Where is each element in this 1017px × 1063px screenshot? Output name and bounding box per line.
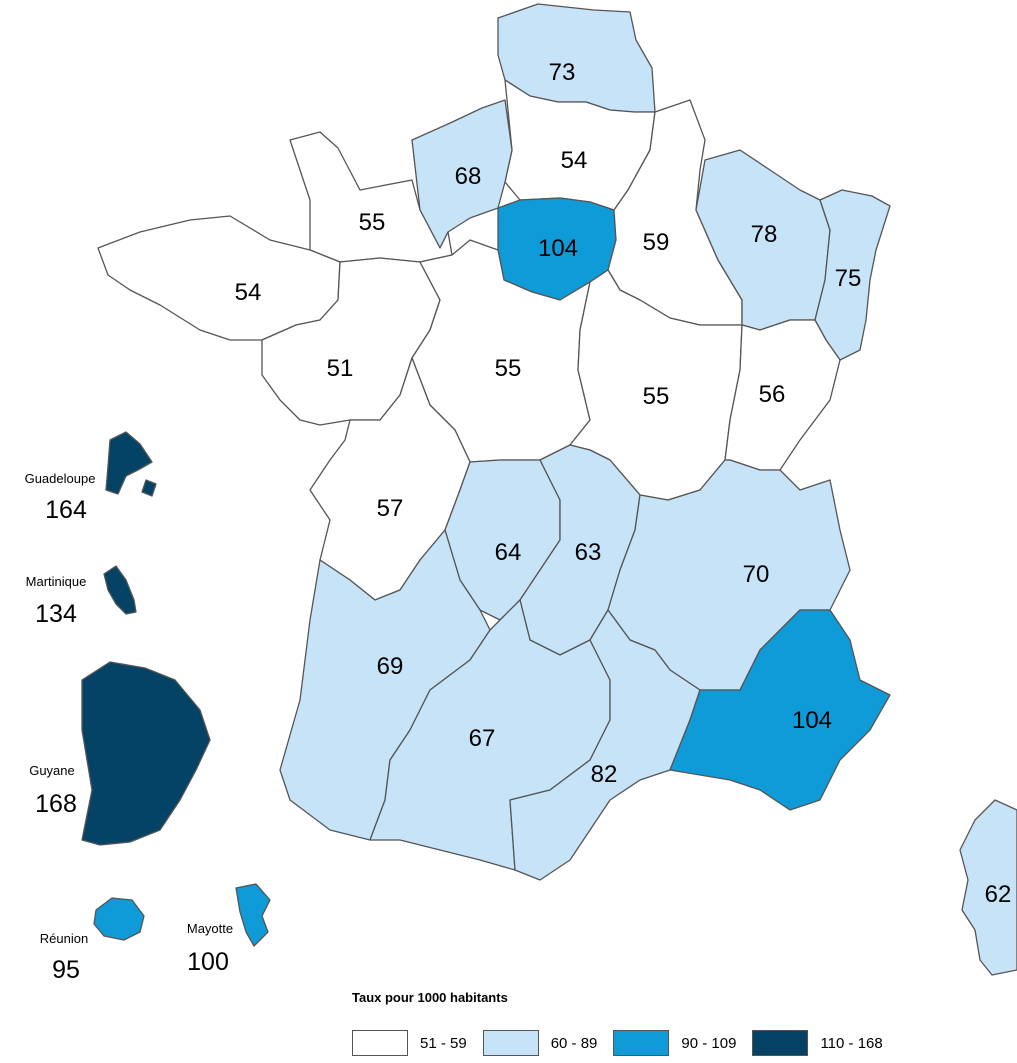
value-label-languedoc-roussillon: 82 — [591, 761, 618, 788]
region-mayotte[interactable] — [235, 883, 271, 947]
value-label-guyane: 168 — [35, 790, 77, 818]
legend-swatch — [482, 1030, 539, 1056]
region-languedoc-roussillon[interactable] — [509, 609, 701, 881]
value-label-picardie-east: 54 — [561, 147, 588, 174]
region-provence-alpes-cote-dazur[interactable] — [669, 609, 891, 811]
value-label-auvergne: 63 — [575, 539, 602, 566]
name-label-guadeloupe: Guadeloupe — [25, 471, 96, 486]
value-label-midi-pyrenees: 67 — [469, 725, 496, 752]
legend-swatch — [752, 1030, 809, 1056]
value-label-martinique: 134 — [35, 600, 77, 628]
value-label-limousin: 64 — [495, 539, 522, 566]
value-label-franche-comte: 56 — [759, 381, 786, 408]
region-corse[interactable] — [959, 799, 1017, 976]
region-guadeloupe[interactable] — [105, 431, 157, 497]
region-bretagne[interactable] — [97, 215, 341, 341]
legend-label: 51 - 59 — [420, 1034, 467, 1052]
legend-label: 90 - 109 — [681, 1034, 737, 1052]
value-label-champagne-ardenne: 59 — [643, 229, 670, 256]
legend-title: Taux pour 1000 habitants — [352, 990, 508, 1005]
region-martinique[interactable] — [103, 565, 137, 615]
value-label-lorraine: 78 — [751, 221, 778, 248]
region-franche-comte[interactable] — [724, 319, 841, 471]
value-label-basse-normandie: 55 — [359, 209, 386, 236]
legend-swatch — [352, 1030, 408, 1056]
legend-item: 110 - 168 — [752, 1030, 892, 1056]
legend-label: 60 - 89 — [550, 1034, 598, 1052]
legend-label: 110 - 168 — [820, 1034, 883, 1052]
value-label-centre: 55 — [495, 355, 522, 382]
value-label-bourgogne: 55 — [643, 383, 670, 410]
value-label-mayotte: 100 — [187, 948, 229, 976]
region-alsace[interactable] — [814, 189, 891, 361]
region-reunion[interactable] — [93, 897, 145, 941]
metropolitan-regions — [97, 3, 1017, 976]
value-label-ile-de-france: 104 — [538, 235, 578, 262]
legend-swatch — [613, 1030, 670, 1056]
value-label-provence-alpes-cote-dazur: 104 — [792, 707, 832, 734]
value-label-corse: 62 — [985, 881, 1012, 908]
value-label-haute-normandie: 68 — [455, 163, 482, 190]
value-label-aquitaine: 69 — [377, 653, 404, 680]
value-label-pays-de-la-loire: 51 — [327, 355, 354, 382]
name-label-guyane: Guyane — [29, 763, 75, 778]
value-label-alsace: 75 — [835, 265, 862, 292]
value-label-hauts-de-france-nord: 73 — [549, 59, 576, 86]
region-value-labels: 73 54 68 55 104 59 78 75 54 51 55 55 56 … — [235, 59, 1012, 908]
legend-item: 60 - 89 — [482, 1030, 608, 1056]
value-label-guadeloupe: 164 — [45, 496, 87, 524]
name-label-martinique: Martinique — [26, 574, 87, 589]
legend: 51 - 59 60 - 89 90 - 109 110 - 168 — [352, 1030, 899, 1056]
overseas-labels: Guadeloupe 164 Martinique 134 Guyane 168… — [25, 471, 234, 984]
value-label-reunion: 95 — [52, 956, 80, 984]
value-label-poitou-charentes: 57 — [377, 495, 404, 522]
overseas-regions — [81, 431, 271, 947]
name-label-reunion: Réunion — [40, 931, 88, 946]
legend-item: 90 - 109 — [613, 1030, 746, 1056]
legend-item: 51 - 59 — [352, 1030, 477, 1056]
name-label-mayotte: Mayotte — [187, 921, 233, 936]
value-label-bretagne: 54 — [235, 279, 262, 306]
value-label-rhone-alpes: 70 — [743, 561, 770, 588]
region-guyane[interactable] — [81, 661, 211, 846]
